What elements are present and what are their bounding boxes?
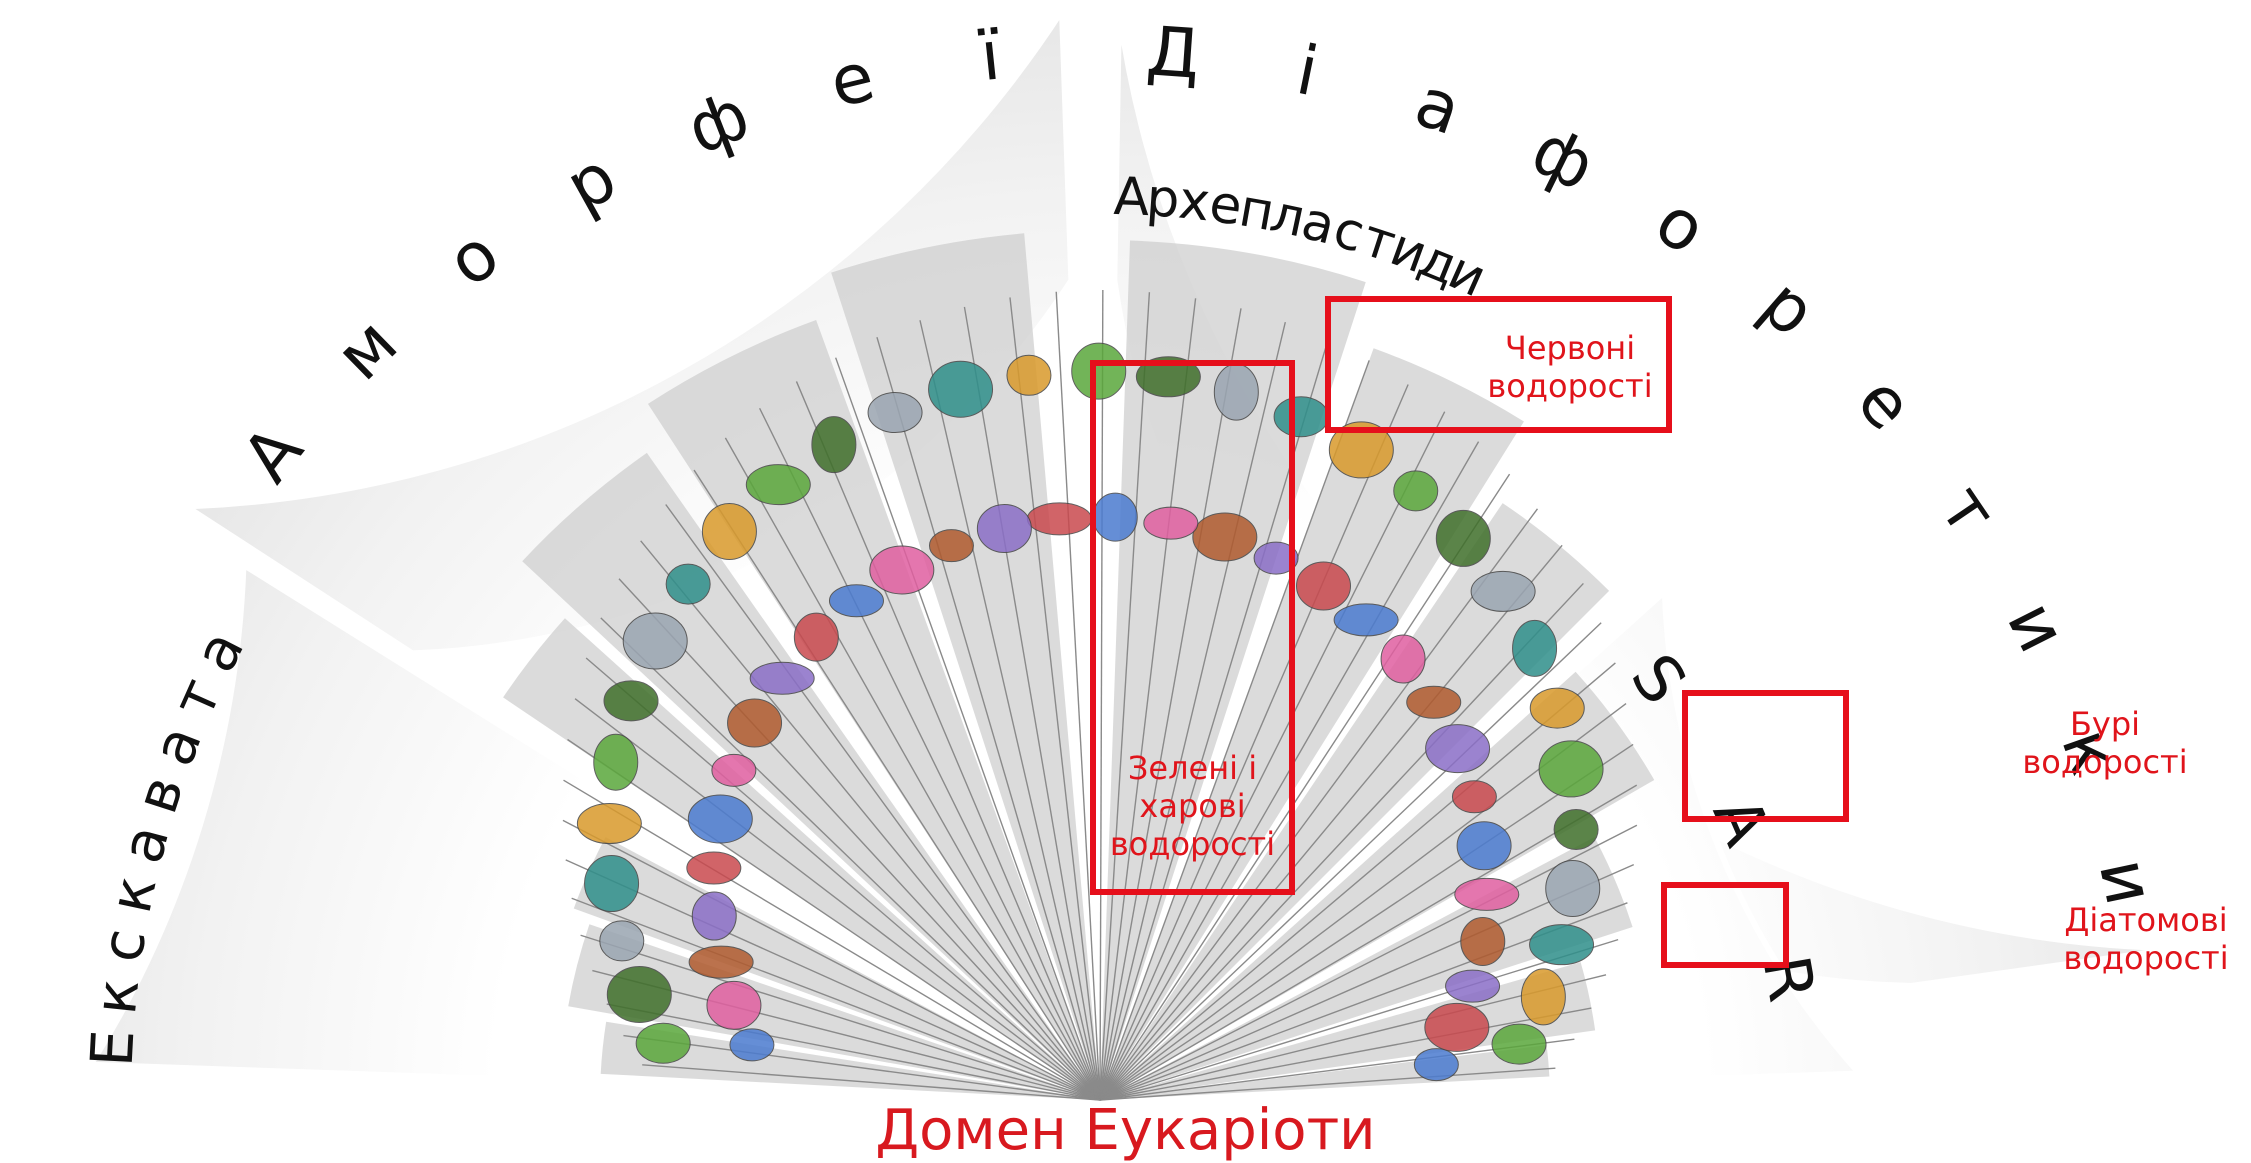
diaphoretics-label-letter: т bbox=[1924, 472, 2012, 549]
organism-illustration bbox=[623, 613, 687, 669]
brown-algae-label: Бурі водорості bbox=[2015, 706, 2195, 782]
organism-illustration bbox=[870, 546, 934, 594]
organism-illustration bbox=[794, 613, 838, 661]
organism-illustration bbox=[929, 361, 993, 417]
green-algae-label: Зелені і харові водорості bbox=[1095, 750, 1290, 863]
excavata-label-letter: в bbox=[122, 768, 197, 822]
excavata-label-letter: а bbox=[107, 818, 182, 870]
organism-illustration bbox=[1446, 970, 1500, 1002]
diaphoretics-label-letter: и bbox=[1991, 590, 2081, 665]
amorphea-label-letter: е bbox=[822, 37, 881, 124]
diaphoretics-label-letter: Д bbox=[1144, 12, 1203, 95]
organism-illustration bbox=[689, 946, 753, 978]
diaphoretics-label-letter: а bbox=[1406, 63, 1471, 151]
organism-illustration bbox=[666, 564, 710, 604]
organism-illustration bbox=[607, 966, 671, 1022]
brown-algae-highlight-box bbox=[1682, 690, 1849, 822]
organism-illustration bbox=[977, 504, 1031, 552]
amorphea-label-letter: м bbox=[321, 304, 413, 396]
organism-illustration bbox=[1426, 725, 1490, 773]
excavata-label-letter: с bbox=[87, 924, 159, 966]
amorphea-label-letter: р bbox=[553, 138, 629, 228]
organism-illustration bbox=[702, 504, 756, 560]
organism-illustration bbox=[1425, 1003, 1489, 1051]
amorphea-label-letter: ф bbox=[677, 76, 760, 171]
organism-illustration bbox=[1334, 604, 1398, 636]
organism-illustration bbox=[577, 804, 641, 844]
organism-illustration bbox=[730, 1029, 774, 1061]
diaphoretics-label-letter: е bbox=[1841, 362, 1928, 446]
organism-illustration bbox=[750, 662, 814, 694]
organism-illustration bbox=[1452, 781, 1496, 813]
organism-illustration bbox=[929, 530, 973, 562]
diatoms-label: Діатомові водорості bbox=[2046, 902, 2246, 978]
organism-illustration bbox=[812, 417, 856, 473]
organism-illustration bbox=[600, 921, 644, 961]
organism-illustration bbox=[636, 1023, 690, 1063]
organism-illustration bbox=[728, 699, 782, 747]
organism-illustration bbox=[1027, 503, 1091, 535]
excavata-label-letter: т bbox=[159, 669, 235, 728]
organism-illustration bbox=[1521, 969, 1565, 1025]
excavata-label-letter: а bbox=[139, 717, 215, 775]
organism-illustration bbox=[712, 754, 756, 786]
organism-illustration bbox=[829, 585, 883, 617]
organism-illustration bbox=[604, 681, 658, 721]
organism-illustration bbox=[1530, 688, 1584, 728]
organism-illustration bbox=[1513, 620, 1557, 676]
organism-illustration bbox=[1492, 1024, 1546, 1064]
diaphoretics-label-letter: і bbox=[1290, 31, 1324, 112]
organism-illustration bbox=[1539, 741, 1603, 797]
diaphoretics-label-letter: р bbox=[1746, 264, 1830, 352]
excavata-label-letter: к bbox=[96, 870, 170, 918]
amorphea-label-letter: А bbox=[228, 412, 319, 497]
organism-illustration bbox=[868, 393, 922, 433]
organism-illustration bbox=[1381, 635, 1425, 683]
organism-illustration bbox=[1407, 686, 1461, 718]
organism-illustration bbox=[746, 465, 810, 505]
organism-illustration bbox=[692, 892, 736, 940]
organism-illustration bbox=[585, 856, 639, 912]
excavata-label-letter: к bbox=[81, 976, 152, 1018]
organism-illustration bbox=[707, 981, 761, 1029]
organism-illustration bbox=[1394, 471, 1438, 511]
excavata-label-letter: Е bbox=[78, 1028, 148, 1068]
organism-illustration bbox=[1546, 861, 1600, 917]
organism-illustration bbox=[1471, 571, 1535, 611]
organism-illustration bbox=[1457, 822, 1511, 870]
organism-illustration bbox=[1554, 810, 1598, 850]
amorphea-label-letter: ї bbox=[976, 16, 1005, 97]
organism-illustration bbox=[1455, 878, 1519, 910]
organism-illustration bbox=[1461, 917, 1505, 965]
organism-illustration bbox=[1530, 925, 1594, 965]
amorphea-label-letter: о bbox=[433, 215, 514, 303]
organism-illustration bbox=[1436, 510, 1490, 566]
diaphoretics-label-letter: о bbox=[1641, 182, 1719, 271]
organism-illustration bbox=[1007, 355, 1051, 395]
organism-illustration bbox=[1414, 1049, 1458, 1081]
organism-illustration bbox=[687, 852, 741, 884]
diaphoretics-label-letter: ф bbox=[1520, 111, 1607, 208]
organism-illustration bbox=[688, 795, 752, 843]
domain-title: Домен Еукаріоти bbox=[0, 1098, 2251, 1163]
organism-illustration bbox=[594, 734, 638, 790]
organism-illustration bbox=[1297, 562, 1351, 610]
red-algae-label: Червоні водорості bbox=[1475, 330, 1665, 406]
diatoms-highlight-box bbox=[1661, 882, 1789, 968]
